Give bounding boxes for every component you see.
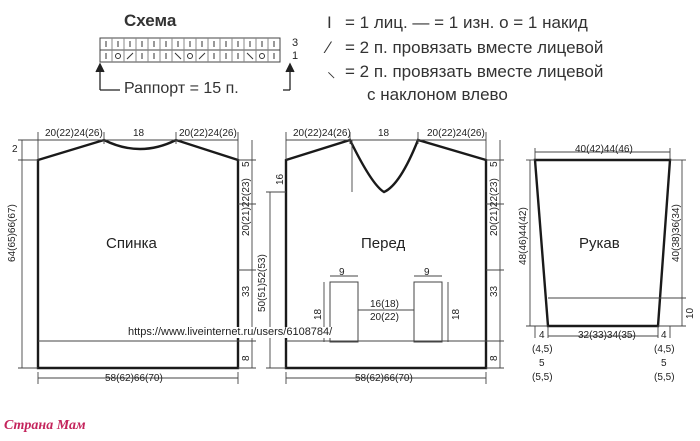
legend-symbol-k2tog: ⁄: [327, 38, 330, 57]
brand-logo: Страна Мам: [4, 418, 86, 433]
sleeve-corner-right-1: 4: [661, 330, 667, 341]
front-right-top: 5: [489, 161, 500, 167]
back-right-armhole: 20(21)22(23): [241, 178, 252, 236]
back-neck-depth: 2: [12, 144, 18, 155]
front-bottom-width: 58(62)66(70): [355, 373, 413, 384]
legend-symbol-ssk: ⸜: [327, 62, 336, 81]
back-top-left: 20(22)24(26): [45, 128, 103, 139]
front-pocket-left-width: 9: [339, 267, 345, 278]
front-pocket-left-height: 18: [313, 308, 324, 320]
front-title: Перед: [361, 235, 406, 252]
front-neck-depth: 16: [275, 173, 286, 185]
sleeve-top-width: 40(42)44(46): [575, 144, 633, 155]
sleeve-corner-right-3: 5: [661, 358, 667, 369]
back-dimensions: [18, 132, 256, 384]
chart-symbols: [105, 41, 275, 60]
sleeve-title: Рукав: [579, 235, 620, 252]
rapport-bracket: [95, 62, 295, 91]
watermark-url: https://www.liveinternet.ru/users/610878…: [127, 326, 334, 338]
front-left-height: 50(51)52(53): [257, 254, 268, 312]
back-right-bottom: 8: [241, 355, 252, 361]
front-right-armhole: 20(21)22(23): [489, 178, 500, 236]
sleeve-dimensions: [526, 148, 686, 338]
stitch-chart: [99, 37, 281, 63]
sleeve-corner-left-3: 5: [539, 358, 545, 369]
front-pocket-right-width: 9: [424, 267, 430, 278]
legend-symbol-knit: I: [327, 13, 332, 32]
sleeve-corner-left-1: 4: [539, 330, 545, 341]
back-right-top: 5: [241, 161, 252, 167]
sleeve-corner-left-4: (5,5): [532, 372, 553, 383]
front-dimensions: [266, 132, 504, 384]
sleeve-right-height: 40(38)36(34): [671, 204, 682, 262]
front-right-body: 33: [489, 285, 500, 297]
legend-line-1: = 1 лиц. — = 1 изн. o = 1 накид: [345, 13, 588, 32]
sleeve-right-cuff: 10: [685, 307, 696, 319]
back-right-body: 33: [241, 285, 252, 297]
legend-line-2: = 2 п. провязать вместе лицевой: [345, 38, 604, 57]
back-bottom-width: 58(62)66(70): [105, 373, 163, 384]
sleeve-corner-left-2: (4,5): [532, 344, 553, 355]
chart-row-number-3: 3: [292, 37, 299, 49]
legend-line-4: с наклоном влево: [367, 85, 508, 104]
chart-row-number-1: 1: [292, 50, 299, 62]
back-left-height: 64(65)66(67): [7, 204, 18, 262]
front-top-right: 20(22)24(26): [427, 128, 485, 139]
front-top-left: 20(22)24(26): [293, 128, 351, 139]
back-title: Спинка: [106, 235, 157, 252]
chart-cells: [111, 38, 269, 62]
rapport-label: Раппорт = 15 п.: [124, 80, 239, 97]
legend-line-3: = 2 п. провязать вместе лицевой: [345, 62, 604, 81]
back-piece: [36, 138, 240, 370]
back-top-right: 20(22)24(26): [179, 128, 237, 139]
sleeve-bottom-width: 32(33)34(35): [578, 330, 636, 341]
schema-title: Схема: [124, 11, 177, 30]
back-top-center: 18: [133, 128, 145, 139]
front-pocket-gap-2: 20(22): [370, 312, 399, 323]
front-pockets: [286, 281, 486, 343]
front-top-center: 18: [378, 128, 390, 139]
sleeve-corner-right-4: (5,5): [654, 372, 675, 383]
sleeve-left-height: 48(46)44(42): [518, 207, 529, 265]
front-right-bottom: 8: [489, 355, 500, 361]
sleeve-corner-right-2: (4,5): [654, 344, 675, 355]
front-pocket-gap: 16(18): [370, 299, 399, 310]
front-pocket-right-height: 18: [451, 308, 462, 320]
